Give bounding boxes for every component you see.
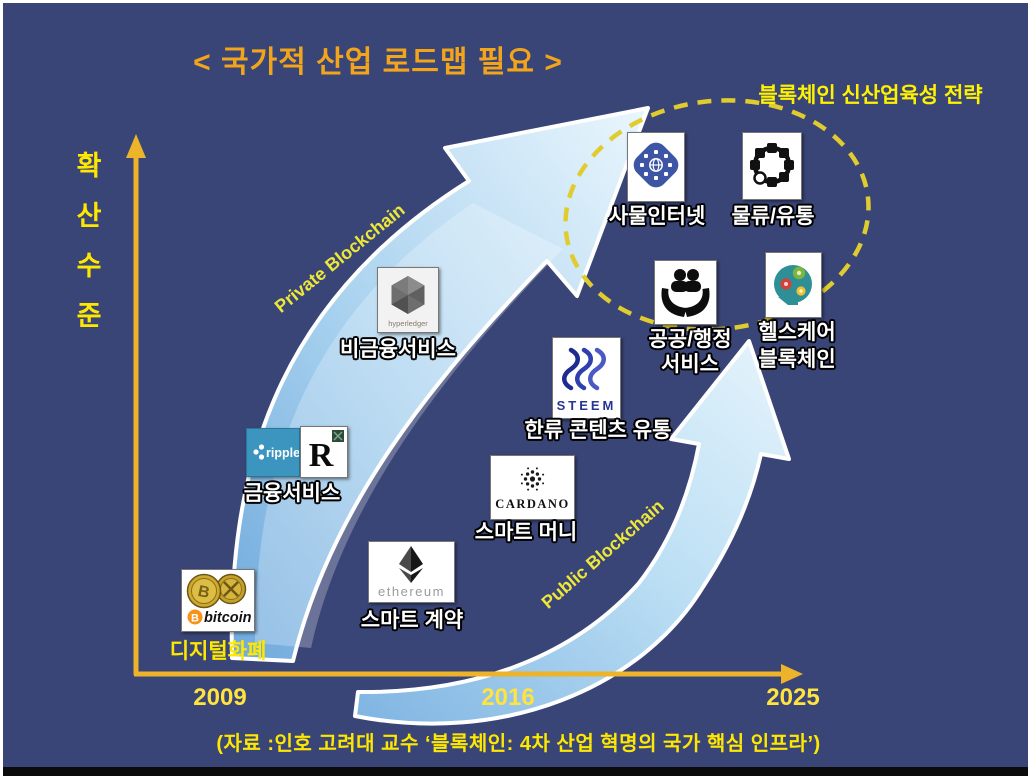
- source-citation: (자료 :인호 고려대 교수 ‘블록체인: 4차 산업 혁명의 국가 핵심 인프…: [216, 733, 821, 755]
- svg-text:bitcoin: bitcoin: [204, 610, 252, 626]
- bottom-border-bar: [3, 767, 1028, 776]
- healthcare-logo-card: [765, 252, 822, 318]
- ripple-logo-card: ripple: [246, 428, 300, 477]
- x-axis-arrowhead: [781, 664, 803, 684]
- item-label-non-financial-services: 비금융서비스: [340, 338, 456, 361]
- svg-text:R: R: [309, 437, 334, 474]
- strategy-ellipse: [563, 98, 871, 332]
- steem-icon: STEEM: [557, 347, 617, 413]
- svg-text:CARDANO: CARDANO: [495, 497, 569, 511]
- item-label-healthcare: 헬스케어 블록체인: [758, 321, 836, 371]
- item-label-hallyu-content: 한류 콘텐츠 유통: [524, 419, 672, 442]
- private-arrow-highlight: [255, 203, 563, 648]
- cardano-icon: CARDANO: [495, 467, 569, 511]
- public-blockchain-arrow: [353, 339, 791, 726]
- item-label-digital-currency: 디지털화폐: [169, 640, 267, 663]
- hyperledger-logo-card: hyperledger: [377, 267, 439, 333]
- svg-text:STEEM: STEEM: [557, 398, 617, 413]
- bitcoin-logo-card: B B bitcoin: [181, 569, 255, 632]
- item-label-public-admin: 공공/행정 서비스: [648, 328, 732, 376]
- public-service-hands-icon: [661, 269, 710, 317]
- healthcare-brain-icon: [774, 265, 812, 305]
- x-tick-2016: 2016: [481, 684, 535, 711]
- svg-text:B: B: [191, 613, 199, 625]
- steem-logo-card: STEEM: [552, 337, 621, 419]
- x-tick-2025: 2025: [766, 684, 820, 711]
- item-label-financial-services: 금융서비스: [243, 482, 341, 505]
- item-label-logistics: 물류/유통: [731, 205, 815, 228]
- hyperledger-icon: hyperledger: [388, 276, 428, 328]
- strategy-label: 블록체인 신산업육성 전략: [758, 84, 983, 107]
- ethereum-logo-card: ethereum: [368, 541, 455, 603]
- iot-logo-card: [627, 132, 685, 202]
- r3-logo-card: R: [300, 426, 348, 478]
- public-admin-logo-card: [654, 260, 717, 325]
- bitcoin-icon: B B bitcoin: [186, 573, 252, 626]
- svg-text:ethereum: ethereum: [378, 584, 445, 599]
- y-axis-arrowhead: [126, 134, 146, 158]
- item-label-smart-contract: 스마트 계약: [360, 609, 464, 632]
- ethereum-icon: ethereum: [378, 546, 445, 599]
- x-tick-2009: 2009: [193, 684, 247, 711]
- item-label-smart-money: 스마트 머니: [474, 521, 578, 544]
- item-label-iot: 사물인터넷: [608, 205, 706, 228]
- svg-text:hyperledger: hyperledger: [388, 319, 428, 328]
- svg-text:B: B: [196, 583, 211, 602]
- private-blockchain-arrow: [229, 106, 650, 663]
- y-axis-label: 확 산 수 준: [76, 151, 102, 331]
- diagram-background-layer: [126, 98, 871, 726]
- cardano-logo-card: CARDANO: [490, 455, 575, 520]
- r3-icon: R: [309, 430, 344, 474]
- logistics-logo-card: [742, 132, 802, 200]
- page-title: < 국가적 산업 로드맵 필요 >: [193, 46, 563, 79]
- svg-text:ripple: ripple: [266, 446, 299, 460]
- distribution-chain-icon: [750, 143, 794, 187]
- iot-icon: [633, 142, 679, 188]
- ripple-icon: ripple: [253, 444, 299, 460]
